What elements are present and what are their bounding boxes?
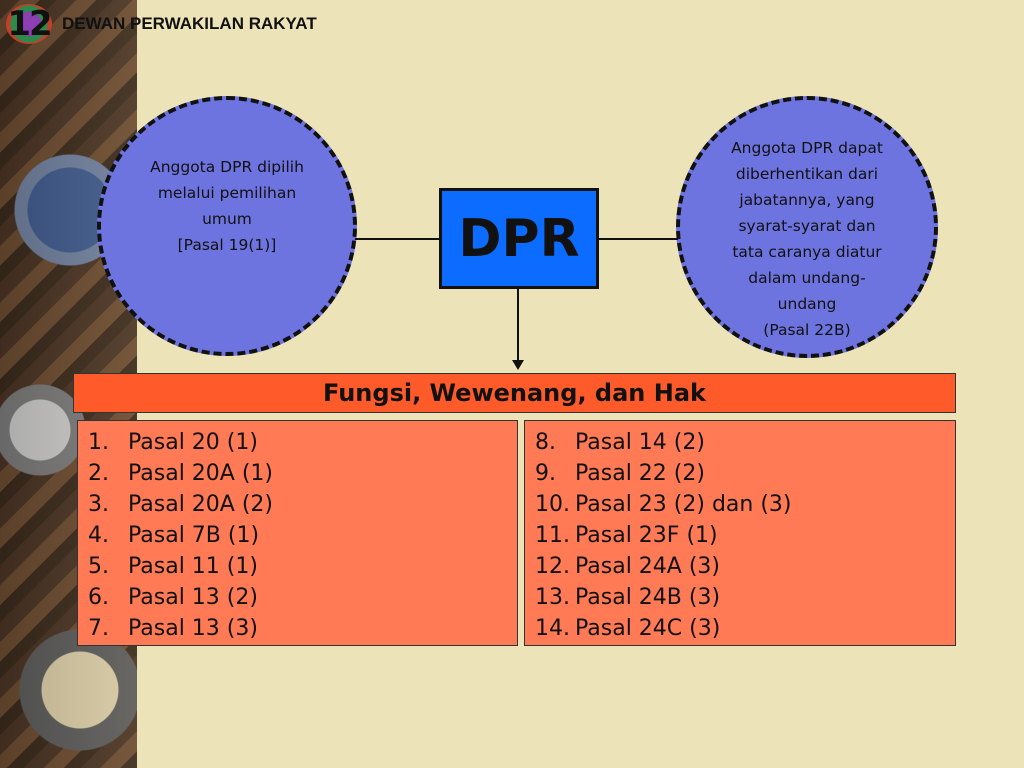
list-item: 12.Pasal 24A (3) [535, 551, 955, 582]
list-item-text: Pasal 7B (1) [128, 523, 260, 548]
slide-number-badge: 12 [6, 4, 53, 44]
page-title: DEWAN PERWAKILAN RAKYAT [62, 14, 317, 33]
list-item-number: 13. [535, 585, 570, 610]
list-item: 7. Pasal 13 (3) [88, 613, 517, 644]
banner-label: Fungsi, Wewenang, dan Hak [323, 379, 706, 407]
list-item: 6. Pasal 13 (2) [88, 582, 517, 613]
list-item: 4. Pasal 7B (1) [88, 520, 517, 551]
list-item-text: Pasal 24A (3) [575, 554, 721, 579]
list-item-text: Pasal 20 (1) [128, 430, 258, 455]
dismissal-circle: Anggota DPR dapat diberhentikan dari jab… [676, 96, 938, 358]
list-item-text: Pasal 24B (3) [575, 585, 721, 610]
election-text: Anggota DPR dipilih melalui pemilihan um… [150, 158, 304, 254]
list-item-number: 6. [88, 585, 109, 610]
list-item: 14.Pasal 24C (3) [535, 613, 955, 644]
article-list-right: 8.Pasal 14 (2)9.Pasal 22 (2)10.Pasal 23 … [524, 420, 956, 646]
dismissal-text: Anggota DPR dapat diberhentikan dari jab… [731, 139, 883, 339]
list-item-number: 1. [88, 430, 109, 455]
list-item-number: 3. [88, 492, 109, 517]
list-item-text: Pasal 13 (2) [128, 585, 258, 610]
down-connector-line [517, 288, 519, 360]
list-item: 10.Pasal 23 (2) dan (3) [535, 489, 955, 520]
list-item-number: 12. [535, 554, 570, 579]
list-item-text: Pasal 20A (2) [128, 492, 274, 517]
dpr-center-box: DPR [439, 188, 599, 289]
list-item: 13.Pasal 24B (3) [535, 582, 955, 613]
right-connector-line [598, 238, 678, 240]
dpr-label: DPR [458, 208, 580, 269]
slide-number: 12 [7, 4, 52, 44]
list-item: 2. Pasal 20A (1) [88, 458, 517, 489]
list-item-number: 11. [535, 523, 570, 548]
functions-banner: Fungsi, Wewenang, dan Hak [73, 373, 956, 413]
list-item-text: Pasal 13 (3) [128, 616, 258, 641]
list-item-text: Pasal 23F (1) [575, 523, 718, 548]
list-item-text: Pasal 11 (1) [128, 554, 258, 579]
list-item: 1. Pasal 20 (1) [88, 427, 517, 458]
list-item-number: 5. [88, 554, 109, 579]
article-list-left: 1. Pasal 20 (1) 2. Pasal 20A (1) 3. Pasal 20A… [77, 420, 518, 646]
election-circle: Anggota DPR dipilih melalui pemilihan um… [97, 96, 357, 356]
list-item-number: 7. [88, 616, 109, 641]
list-item-text: Pasal 14 (2) [575, 430, 705, 455]
list-item-number: 4. [88, 523, 109, 548]
list-item: 5. Pasal 11 (1) [88, 551, 517, 582]
list-item-text: Pasal 20A (1) [128, 461, 274, 486]
arrow-down-icon [512, 360, 524, 370]
list-item-text: Pasal 24C (3) [575, 616, 721, 641]
list-item-number: 8. [535, 430, 556, 455]
list-item-number: 14. [535, 616, 570, 641]
list-item-text: Pasal 22 (2) [575, 461, 705, 486]
left-connector-line [355, 238, 440, 240]
list-item: 9. Pasal 22 (2) [535, 458, 955, 489]
list-item-number: 9. [535, 461, 556, 486]
list-item-text: Pasal 23 (2) dan (3) [575, 492, 792, 517]
list-item: 11.Pasal 23F (1) [535, 520, 955, 551]
list-item: 3. Pasal 20A (2) [88, 489, 517, 520]
list-item: 8. Pasal 14 (2) [535, 427, 955, 458]
list-item-number: 2. [88, 461, 109, 486]
list-item-number: 10. [535, 492, 570, 517]
